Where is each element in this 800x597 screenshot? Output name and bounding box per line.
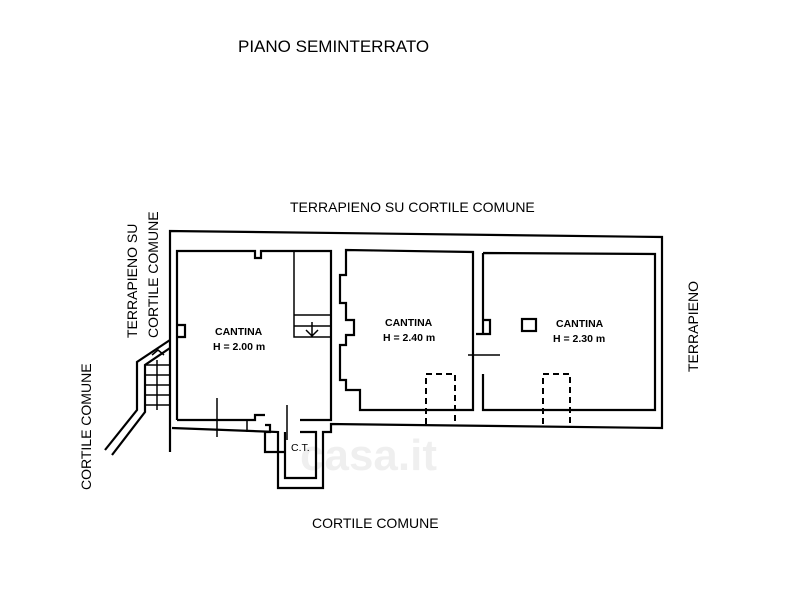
room-1-name: CANTINA bbox=[215, 326, 263, 338]
external-staircase bbox=[104, 339, 171, 456]
room-ct-name: C.T. bbox=[291, 442, 310, 454]
label-left-upper-1: TERRAPIENO SU bbox=[124, 224, 140, 338]
room-3-height: H = 2.30 m bbox=[553, 333, 605, 345]
walls bbox=[168, 229, 664, 490]
plan-title: PIANO SEMINTERRATO bbox=[238, 37, 429, 56]
label-bottom: CORTILE COMUNE bbox=[312, 515, 439, 531]
label-left: CORTILE COMUNE bbox=[78, 363, 94, 490]
label-top: TERRAPIENO SU CORTILE COMUNE bbox=[290, 199, 535, 215]
label-right: TERRAPIENO bbox=[685, 281, 701, 372]
room-2-name: CANTINA bbox=[385, 317, 433, 329]
watermark: casa.it bbox=[300, 431, 437, 480]
label-left-upper-2: CORTILE COMUNE bbox=[145, 211, 161, 338]
room-3-name: CANTINA bbox=[556, 318, 604, 330]
room-1-height: H = 2.00 m bbox=[213, 341, 265, 353]
pillar bbox=[520, 317, 538, 333]
room-2-height: H = 2.40 m bbox=[383, 332, 435, 344]
room-labels: CANTINA H = 2.00 m CANTINA H = 2.40 m CA… bbox=[213, 317, 605, 454]
